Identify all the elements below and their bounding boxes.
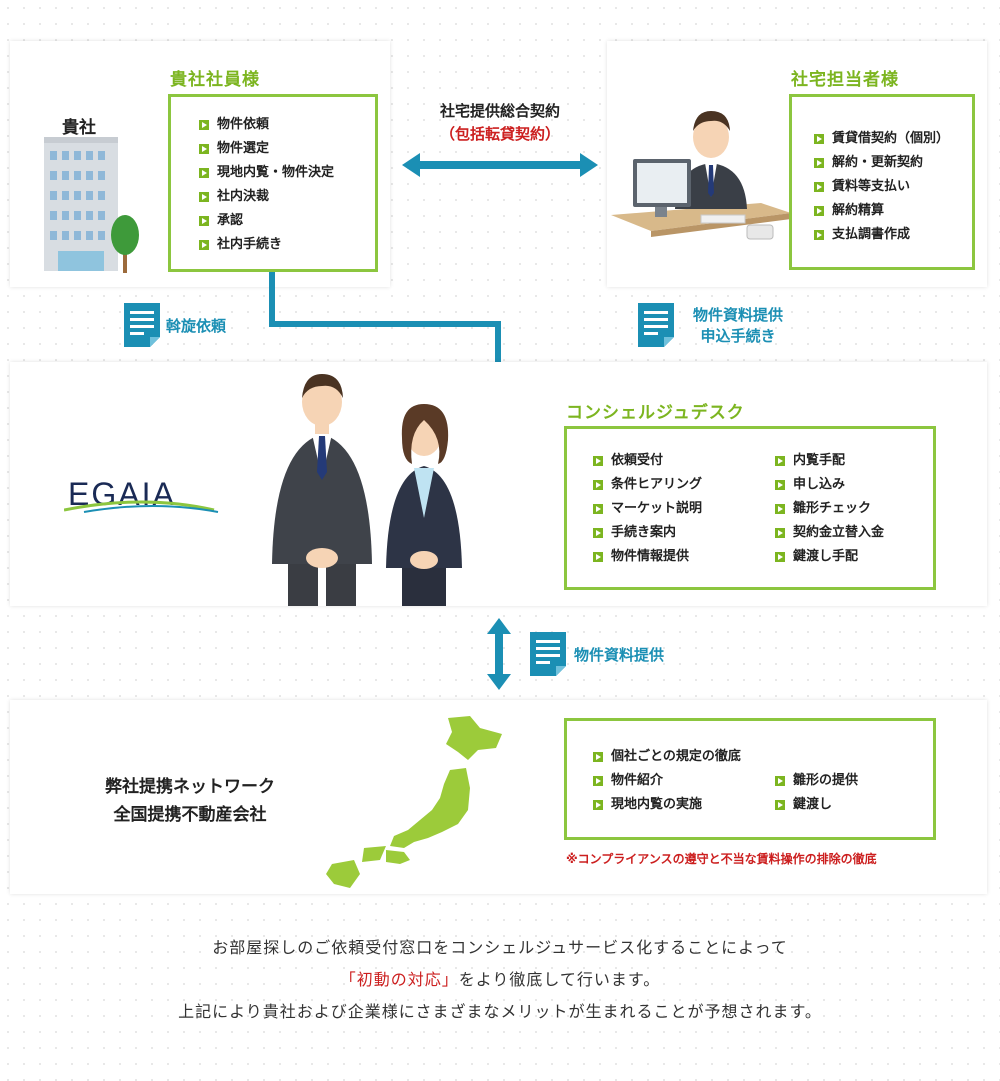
list-item: 個社ごとの規定の徹底 <box>593 745 741 769</box>
property-docs-label: 物件資料提供 <box>692 306 783 324</box>
list-item: 解約・更新契約 <box>814 151 949 175</box>
network-panel: 弊社提携ネットワーク 全国提携不動産会社 個社ごとの規定の徹底 物件紹介 現地内… <box>10 700 987 894</box>
network-sublabel: 全国提携不動産会社 <box>113 805 267 825</box>
document-icon <box>638 303 674 347</box>
concierge-title: コンシェルジュデスク <box>566 403 745 423</box>
list-item: 内覧手配 <box>775 449 884 473</box>
employee-box: 物件依頼 物件選定 現地内覧・物件決定 社内決裁 承認 社内手続き <box>168 94 378 272</box>
staff-illustration <box>272 374 462 606</box>
list-item: 賃貸借契約（個別） <box>814 127 949 151</box>
housing-staff-box: 賃貸借契約（個別） 解約・更新契約 賃料等支払い 解約精算 支払調書作成 <box>789 94 975 270</box>
list-item: 条件ヒアリング <box>593 473 702 497</box>
caption-line-1: お部屋探しのご依頼受付窓口をコンシェルジュサービス化することによって <box>212 938 788 957</box>
list-item: 雛形の提供 <box>775 769 858 793</box>
housing-staff-list: 賃貸借契約（個別） 解約・更新契約 賃料等支払い 解約精算 支払調書作成 <box>814 127 949 247</box>
network-list-right: 雛形の提供 鍵渡し <box>775 769 858 817</box>
concierge-list-left: 依頼受付 条件ヒアリング マーケット説明 手続き案内 物件情報提供 <box>593 449 702 569</box>
list-item: 申し込み <box>775 473 884 497</box>
japan-map-icon <box>326 716 502 888</box>
list-item: 現地内覧の実施 <box>593 793 702 817</box>
tree-icon <box>111 215 139 273</box>
network-list-left: 物件紹介 現地内覧の実施 <box>593 769 702 817</box>
list-item: マーケット説明 <box>593 497 702 521</box>
compliance-note: ※コンプライアンスの遵守と不当な賃料操作の排除の徹底 <box>566 852 877 866</box>
list-item: 物件選定 <box>199 137 334 161</box>
document-icon <box>124 303 160 347</box>
list-item: 支払調書作成 <box>814 223 949 247</box>
contract-label: 社宅提供総合契約 <box>439 102 560 120</box>
concierge-box: 依頼受付 条件ヒアリング マーケット説明 手続き案内 物件情報提供 内覧手配 申… <box>564 426 936 590</box>
network-box: 個社ごとの規定の徹底 物件紹介 現地内覧の実施 雛形の提供 鍵渡し <box>564 718 936 840</box>
network-docs-label: 物件資料提供 <box>574 646 665 664</box>
list-item: 手続き案内 <box>593 521 702 545</box>
document-icon <box>530 632 566 676</box>
network-label: 弊社提携ネットワーク <box>105 777 275 797</box>
list-item: 現地内覧・物件決定 <box>199 161 334 185</box>
caption-highlight: 「初動の対応」 <box>339 970 459 989</box>
concierge-panel: EGAIA コンシェルジュデスク 依頼受付 条件ヒアリング マーケット説明 手続… <box>10 362 987 606</box>
list-item: 鍵渡し手配 <box>775 545 884 569</box>
caption-line-3: 上記により貴社および企業様にさまざまなメリットが生まれることが予想されます。 <box>178 1002 822 1021</box>
list-item: 鍵渡し <box>775 793 858 817</box>
logo-swoosh <box>64 500 219 513</box>
list-item: 賃料等支払い <box>814 175 949 199</box>
list-item: 物件情報提供 <box>593 545 702 569</box>
housing-staff-panel: 社宅担当者様 賃貸借契約（個別） 解約・更新契約 賃料等支払い 解約精算 支払調… <box>607 41 987 287</box>
list-item: 社内手続き <box>199 233 334 257</box>
list-item: 雛形チェック <box>775 497 884 521</box>
mediation-label: 斡旋依頼 <box>166 317 227 335</box>
list-item: 解約精算 <box>814 199 949 223</box>
employee-list: 物件依頼 物件選定 現地内覧・物件決定 社内決裁 承認 社内手続き <box>199 113 334 257</box>
list-item: 依頼受付 <box>593 449 702 473</box>
double-arrow-horizontal <box>402 153 598 177</box>
egaia-logo: EGAIA <box>64 476 224 516</box>
list-item: 社内決裁 <box>199 185 334 209</box>
housing-staff-title: 社宅担当者様 <box>791 70 899 90</box>
application-label: 申込手続き <box>700 327 776 345</box>
caption-line-2-rest: をより徹底して行います。 <box>458 970 661 989</box>
list-item: 物件紹介 <box>593 769 702 793</box>
list-item: 物件依頼 <box>199 113 334 137</box>
company-panel: 貴社 貴社社員様 物件依頼 物件選定 現地内覧・物件決定 社内決裁 承認 社内手… <box>10 41 390 287</box>
contract-sublabel: （包括転貸契約） <box>439 125 560 143</box>
company-name: 貴社 <box>62 118 96 138</box>
network-list-full: 個社ごとの規定の徹底 <box>593 745 741 769</box>
employee-title: 貴社社員様 <box>170 70 260 90</box>
concierge-list-right: 内覧手配 申し込み 雛形チェック 契約金立替入金 鍵渡し手配 <box>775 449 884 569</box>
desk-worker-icon <box>611 111 791 240</box>
list-item: 承認 <box>199 209 334 233</box>
double-arrow-vertical <box>487 618 511 690</box>
caption-line-2: 「初動の対応」をより徹底して行います。 <box>0 966 1000 990</box>
building-icon <box>44 137 118 271</box>
list-item: 契約金立替入金 <box>775 521 884 545</box>
